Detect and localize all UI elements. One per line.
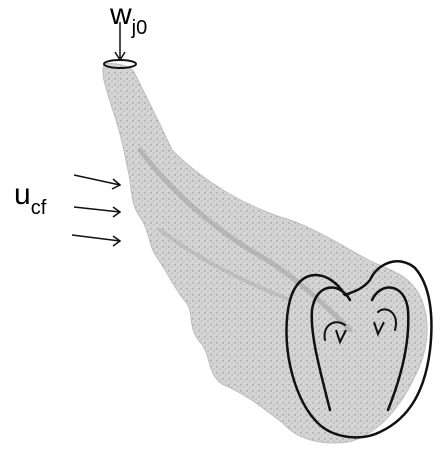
crossflow-velocity-symbol: u (14, 178, 31, 211)
jet-velocity-symbol: w (110, 0, 132, 31)
crossflow-velocity-label: ucf (14, 180, 46, 218)
crossflow-arrow (74, 207, 120, 217)
crossflow-arrow (74, 175, 120, 189)
jet-velocity-label: wj0 (110, 0, 147, 38)
crossflow-velocity-subscript: cf (31, 197, 47, 219)
jet-velocity-subscript: j0 (132, 17, 148, 39)
crossflow-arrow (72, 235, 120, 246)
jet-plume (103, 63, 427, 443)
